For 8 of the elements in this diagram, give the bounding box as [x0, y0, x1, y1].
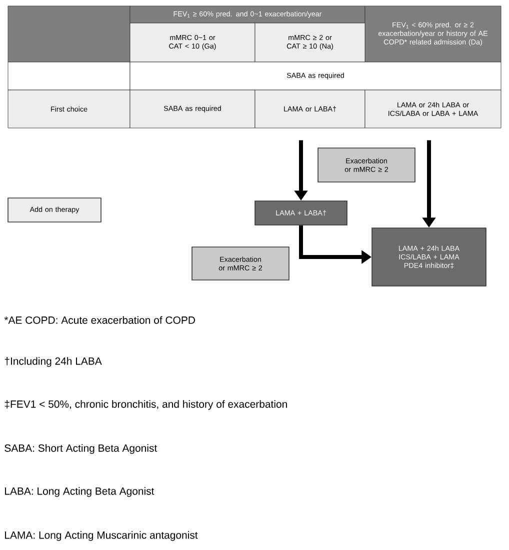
footnote: *AE COPD: Acute exacerbation of COPD	[4, 316, 195, 324]
footnote: LAMA: Long Acting Muscarinic antagonist	[5, 531, 198, 541]
footnote: LABA: Long Acting Beta Agonist	[5, 487, 154, 497]
footnote: †Including 24h LABA	[4, 357, 102, 367]
table-cell	[8, 62, 130, 90]
table-cell	[8, 6, 130, 62]
footnote: ‡FEV1 < 50%, chronic bronchitis, and history of exacerbation	[4, 400, 287, 410]
footnote: SABA: Short Acting Beta Agonist	[4, 444, 158, 454]
